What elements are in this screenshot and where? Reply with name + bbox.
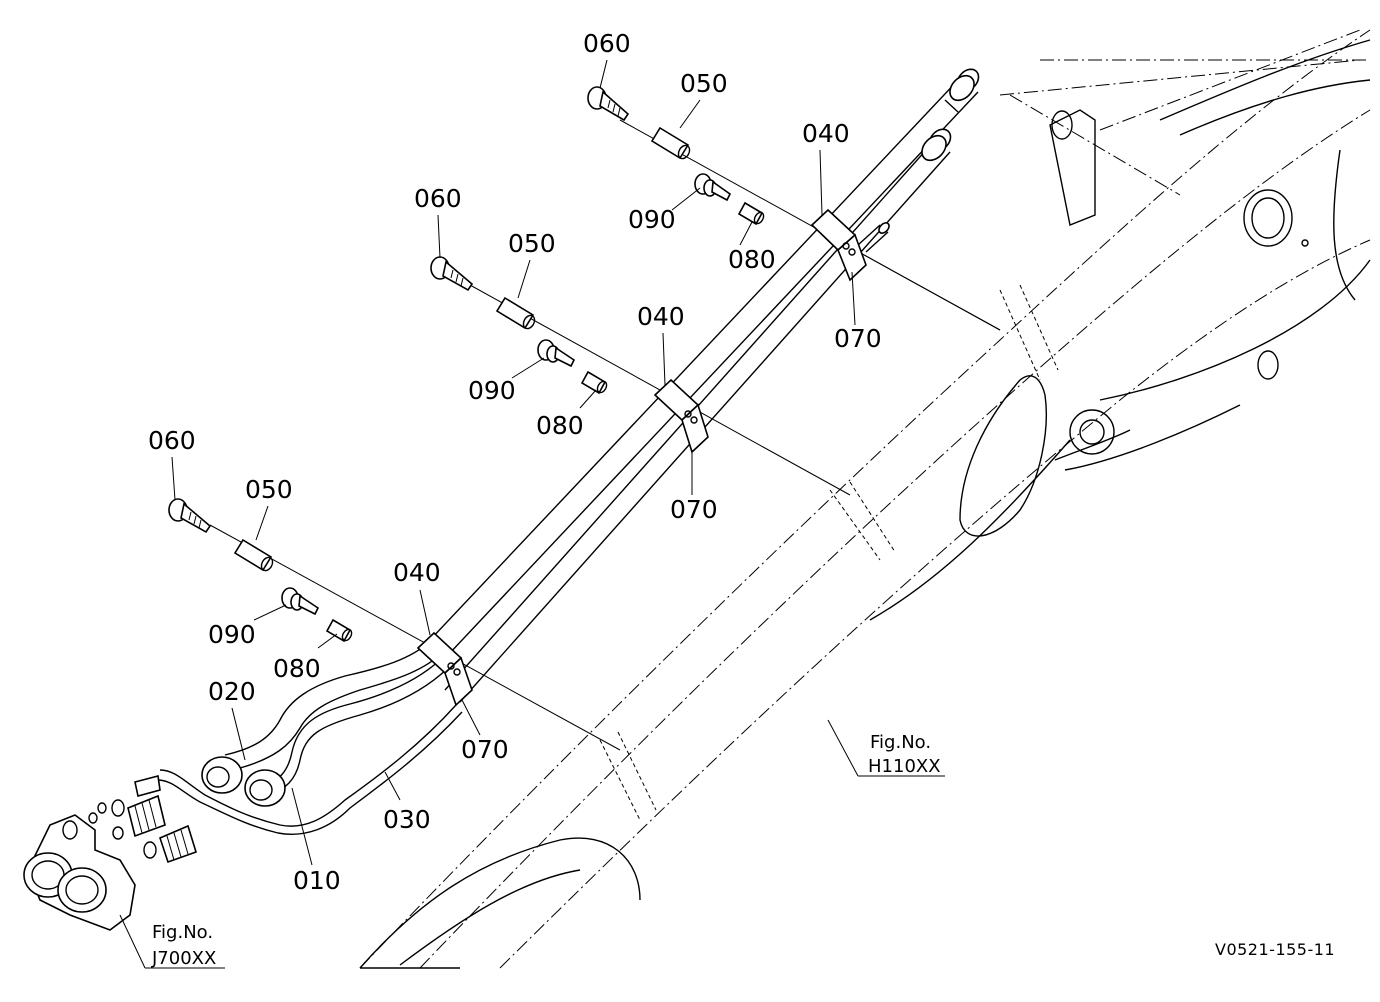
- pipe-end-fitting-010: [244, 769, 286, 807]
- label-020: 020: [208, 677, 256, 706]
- label-080-middle: 080: [536, 411, 584, 440]
- boom-pin-hole-middle: [1069, 409, 1115, 455]
- clamp-040-middle: [653, 378, 709, 454]
- valve-block: [23, 814, 136, 931]
- hydraulic-pipe-010: [429, 68, 980, 656]
- label-050-upper: 050: [680, 69, 728, 98]
- bolt-090-middle: [537, 339, 576, 368]
- spacer-080-upper: [737, 201, 765, 226]
- bolt-060-lower: [168, 498, 212, 534]
- bent-pipe-020: [224, 639, 441, 769]
- label-030: 030: [383, 805, 431, 834]
- label-040-upper: 040: [802, 119, 850, 148]
- label-080-lower: 080: [273, 654, 321, 683]
- label-060-upper: 060: [583, 29, 631, 58]
- boom-small-hole-icon: [1301, 239, 1309, 247]
- collar-050-middle: [495, 296, 536, 330]
- label-050-lower: 050: [245, 475, 293, 504]
- bolt-060-upper: [587, 86, 630, 122]
- label-070-middle: 070: [670, 495, 718, 524]
- label-090-upper: 090: [628, 205, 676, 234]
- boom-frame-outline: [359, 29, 1371, 969]
- fig-ref-j-code: J700XX: [151, 948, 216, 969]
- label-060-middle: 060: [414, 184, 462, 213]
- adapter-fitting-lower: [143, 824, 197, 864]
- boom-bracket-upper: [1049, 109, 1096, 226]
- fig-ref-h-code: H110XX: [868, 756, 941, 777]
- clamp-040-lower: [416, 631, 473, 707]
- label-090-middle: 090: [468, 376, 516, 405]
- bolt-090-lower: [281, 587, 320, 616]
- label-060-lower: 060: [148, 426, 196, 455]
- label-090-lower: 090: [208, 620, 256, 649]
- bolt-060-middle: [430, 256, 474, 292]
- leader-lines: [119, 59, 945, 969]
- o-ring-seals: [88, 802, 124, 840]
- collar-050-lower: [233, 538, 274, 572]
- clamp-040-upper: [810, 208, 867, 282]
- spacer-080-lower: [325, 618, 353, 643]
- bent-pipe-030: [157, 704, 463, 835]
- label-070-lower: 070: [461, 735, 509, 764]
- label-040-lower: 040: [393, 558, 441, 587]
- label-040-middle: 040: [637, 302, 685, 331]
- drawing-code: V0521-155-11: [1215, 940, 1335, 959]
- label-050-middle: 050: [508, 229, 556, 258]
- boom-pin-hole-small: [1257, 350, 1279, 380]
- spacer-080-middle: [580, 370, 608, 395]
- adapter-fitting-upper: [111, 774, 166, 838]
- collar-050-upper: [650, 126, 691, 160]
- bent-pipe-010: [261, 659, 449, 796]
- fig-ref-j-title: Fig.No.: [152, 922, 213, 943]
- hydraulic-pipe-short: [857, 222, 890, 253]
- label-070-upper: 070: [834, 324, 882, 353]
- label-010: 010: [293, 866, 341, 895]
- boom-pin-hole-upper: [1243, 189, 1293, 247]
- label-080-upper: 080: [728, 245, 776, 274]
- fig-ref-h-title: Fig.No.: [870, 732, 931, 753]
- pipe-end-fitting-020: [201, 756, 243, 794]
